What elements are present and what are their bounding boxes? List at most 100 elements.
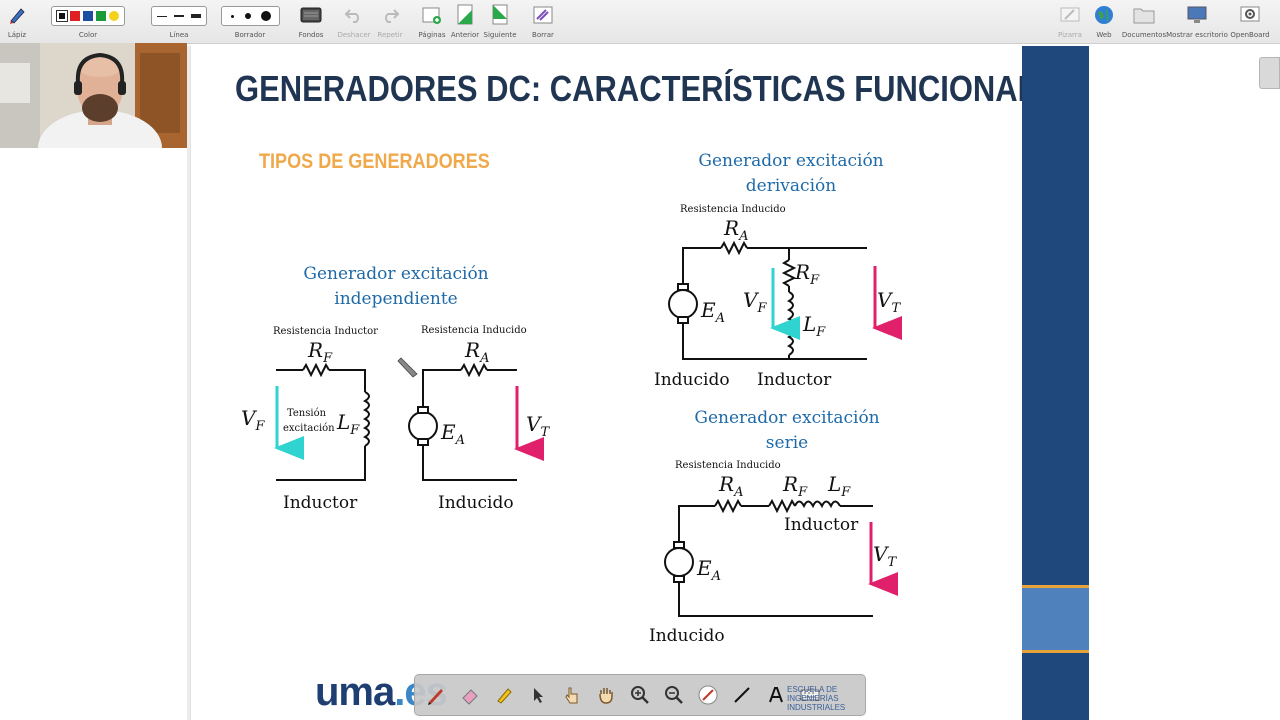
wire-ea-bottom [422,445,517,481]
diagram-title-line2: serie [765,433,809,453]
interact-tool-button[interactable] [559,682,585,708]
text-tool-button[interactable] [763,682,789,708]
label-inducido: Inducido [654,370,730,390]
zoom-out-button[interactable] [661,682,687,708]
zoom-in-button[interactable] [627,682,653,708]
main-toolbar: Lápiz Color Línea Borrador Fondo [0,0,1280,44]
symbol-lf: LF [803,312,826,340]
clear-icon [532,4,554,26]
documents-label: Documentos [1121,31,1167,39]
d-wire-bottom [682,323,867,360]
laser-pointer-icon [698,685,718,705]
redo-button[interactable]: Repetir [375,2,405,42]
line-width-options[interactable] [151,6,207,26]
d-resistor-rf [781,259,797,287]
pen-tool-button[interactable] [423,682,449,708]
color-label: Color [78,31,98,39]
symbol-rf: RF [308,338,333,366]
diagram-title-line1: Generador excitación [303,264,489,284]
web-button[interactable]: Web [1092,2,1116,42]
color-swatches[interactable] [51,6,125,26]
s-wire-bottom [678,582,873,617]
next-label: Siguiente [483,31,517,39]
marker-icon [497,688,512,704]
eraser-size-options[interactable] [220,6,280,26]
diagram-title-line1: Generador excitación [698,151,884,171]
next-page-button[interactable]: Siguiente [483,2,517,42]
diagram-title-line1: Generador excitación [694,408,880,428]
openboard-button[interactable]: OpenBoard [1230,2,1270,42]
pages-button[interactable]: Páginas [417,2,447,42]
line-thick[interactable] [191,14,201,18]
color-swatch-yellow[interactable] [109,11,119,21]
previous-icon [454,4,476,26]
line-tool-button[interactable] [729,682,755,708]
wire-ea-top [422,369,461,407]
pen-icon [428,689,443,705]
laser-tool-button[interactable] [695,682,721,708]
show-desktop-button[interactable]: Mostrar escritorio [1166,2,1228,42]
webcam-feed [0,43,187,148]
color-swatch-red[interactable] [70,11,80,21]
color-swatch-blue[interactable] [83,11,93,21]
symbol-lf: LF [828,472,851,500]
diagram-title-line2: derivación [745,176,837,196]
color-selector[interactable]: Color [38,2,138,42]
pencil-label: Lápiz [7,31,27,39]
eraser-small[interactable] [230,14,234,18]
hand-tool-button[interactable] [593,682,619,708]
backgrounds-icon [300,4,322,26]
line-thin[interactable] [157,15,167,17]
eraser-tool-button[interactable] [457,682,483,708]
backgrounds-button[interactable]: Fondos [296,2,326,42]
select-tool-button[interactable] [525,682,551,708]
s-resistor-ra [714,498,742,514]
text-tool-icon [769,687,783,703]
clear-button[interactable]: Borrar [528,2,558,42]
diagram-title-derivacion: Generador excitación derivación [686,149,896,199]
board-button[interactable]: Pizarra [1056,2,1084,42]
next-icon [489,4,511,26]
section-title: TIPOS DE GENERADORES [259,150,490,173]
color-swatch-green[interactable] [96,11,106,21]
pencil-tool[interactable]: Lápiz [6,2,28,42]
symbol-rf: RF [795,260,820,288]
machine-ea [408,411,438,441]
eraser-selector[interactable]: Borrador [220,2,280,42]
previous-page-button[interactable]: Anterior [450,2,480,42]
s-resistor-rf [768,498,796,514]
eraser-medium[interactable] [244,13,251,19]
side-panel-band [1022,585,1089,653]
diagram-title-independiente: Generador excitación independiente [291,262,501,312]
board-icon [1059,4,1081,26]
eraser-large[interactable] [260,11,271,21]
gear-icon [1239,4,1261,26]
previous-label: Anterior [450,31,480,39]
d-wire-top-left [682,247,721,284]
slide-canvas[interactable]: GENERADORES DC: CARACTERÍSTICAS FUNCIONA… [190,46,1137,720]
pointer-hand-icon [565,687,578,704]
label-resistencia-inductor: Resistencia Inductor [273,326,378,337]
color-swatch-black[interactable] [56,10,68,22]
line-medium[interactable] [174,15,184,17]
line-width-selector[interactable]: Línea [149,2,209,42]
label-inducido: Inducido [649,626,725,646]
clear-label: Borrar [532,31,554,39]
diagram-title-serie: Generador excitación serie [682,406,892,456]
desktop-icon [1186,4,1208,26]
web-label: Web [1096,31,1112,39]
panel-toggle-handle[interactable] [1259,57,1280,89]
undo-button[interactable]: Deshacer [337,2,371,42]
line-label: Línea [169,31,189,39]
undo-label: Deshacer [337,31,371,39]
symbol-vf: VF [241,406,265,434]
marker-tool-button[interactable] [491,682,517,708]
documents-button[interactable]: Documentos [1122,2,1166,42]
redo-icon [379,4,401,26]
show-desktop-label: Mostrar escritorio [1166,31,1228,39]
symbol-lf: LF [337,410,360,438]
cursor-icon [534,688,543,703]
s-wire-left [678,505,715,542]
redo-label: Repetir [377,31,403,39]
keyboard-button[interactable] [797,682,823,708]
